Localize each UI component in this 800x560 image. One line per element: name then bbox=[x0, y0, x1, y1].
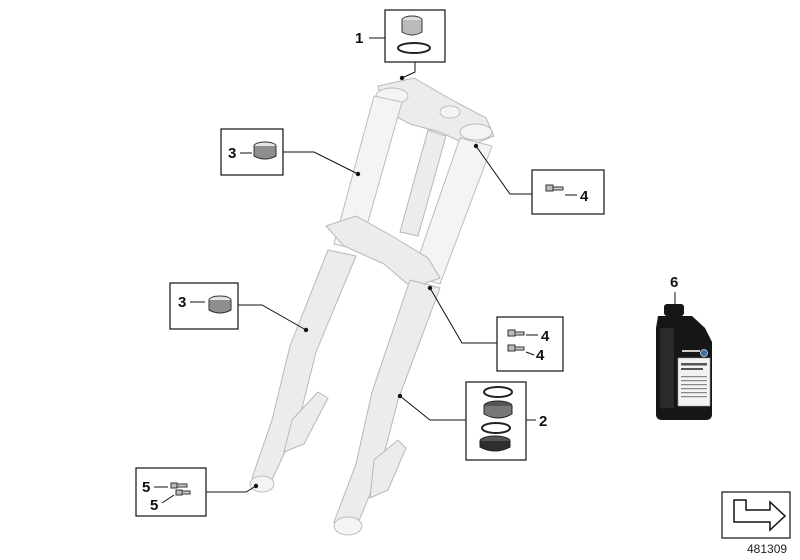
callout-4-upper[interactable]: 4 bbox=[473, 143, 605, 215]
bolt-icon bbox=[545, 184, 564, 192]
nav-arrow-button[interactable] bbox=[721, 491, 791, 539]
bushing-icon bbox=[208, 295, 232, 314]
steering-stem bbox=[399, 129, 447, 237]
bushing-icon bbox=[253, 141, 277, 160]
callout-4-lower-number-a: 4 bbox=[541, 328, 550, 345]
fork-cap-icon bbox=[397, 15, 431, 54]
right-brake-mount bbox=[369, 439, 407, 499]
steering-nut bbox=[439, 105, 461, 119]
left-lower-leg bbox=[251, 249, 357, 485]
callout-6-number: 6 bbox=[670, 274, 678, 291]
fork-assembly bbox=[249, 77, 495, 536]
callout-4-upper-box bbox=[531, 169, 605, 215]
callout-5-number-b: 5 bbox=[150, 497, 158, 514]
bolt-icon bbox=[170, 482, 191, 496]
callout-3-lower-number: 3 bbox=[178, 294, 186, 311]
right-cap-top bbox=[459, 123, 493, 141]
callout-2-number: 2 bbox=[539, 413, 547, 430]
callout-3-lower[interactable]: 3 bbox=[169, 282, 309, 333]
callout-1[interactable]: 1 bbox=[355, 9, 446, 81]
callout-3-upper[interactable]: 3 bbox=[220, 128, 361, 177]
callout-5[interactable]: 5 5 bbox=[135, 467, 259, 517]
callout-1-number: 1 bbox=[355, 30, 363, 47]
seal-kit-icon bbox=[479, 386, 513, 452]
callout-5-number-a: 5 bbox=[142, 479, 150, 496]
callout-4-lower-number-b: 4 bbox=[536, 347, 545, 364]
callout-3-upper-number: 3 bbox=[228, 145, 236, 162]
callout-2[interactable]: 2 bbox=[397, 381, 548, 461]
callout-4-lower[interactable]: 4 4 bbox=[427, 285, 564, 372]
callout-4-lower-box bbox=[496, 316, 564, 372]
callout-4-upper-number: 4 bbox=[580, 188, 589, 205]
right-upper-tube bbox=[411, 137, 493, 285]
left-axle-clamp bbox=[249, 475, 275, 493]
arrow-corner-icon bbox=[733, 499, 787, 532]
left-brake-mount bbox=[283, 391, 329, 453]
lower-triple-clamp bbox=[325, 215, 441, 289]
reference-number: 481309 bbox=[747, 542, 787, 556]
oil-bottle-icon bbox=[656, 304, 712, 420]
callout-6[interactable]: 6 bbox=[656, 274, 712, 420]
right-axle-clamp bbox=[333, 516, 363, 536]
bolt-icon bbox=[507, 329, 525, 352]
